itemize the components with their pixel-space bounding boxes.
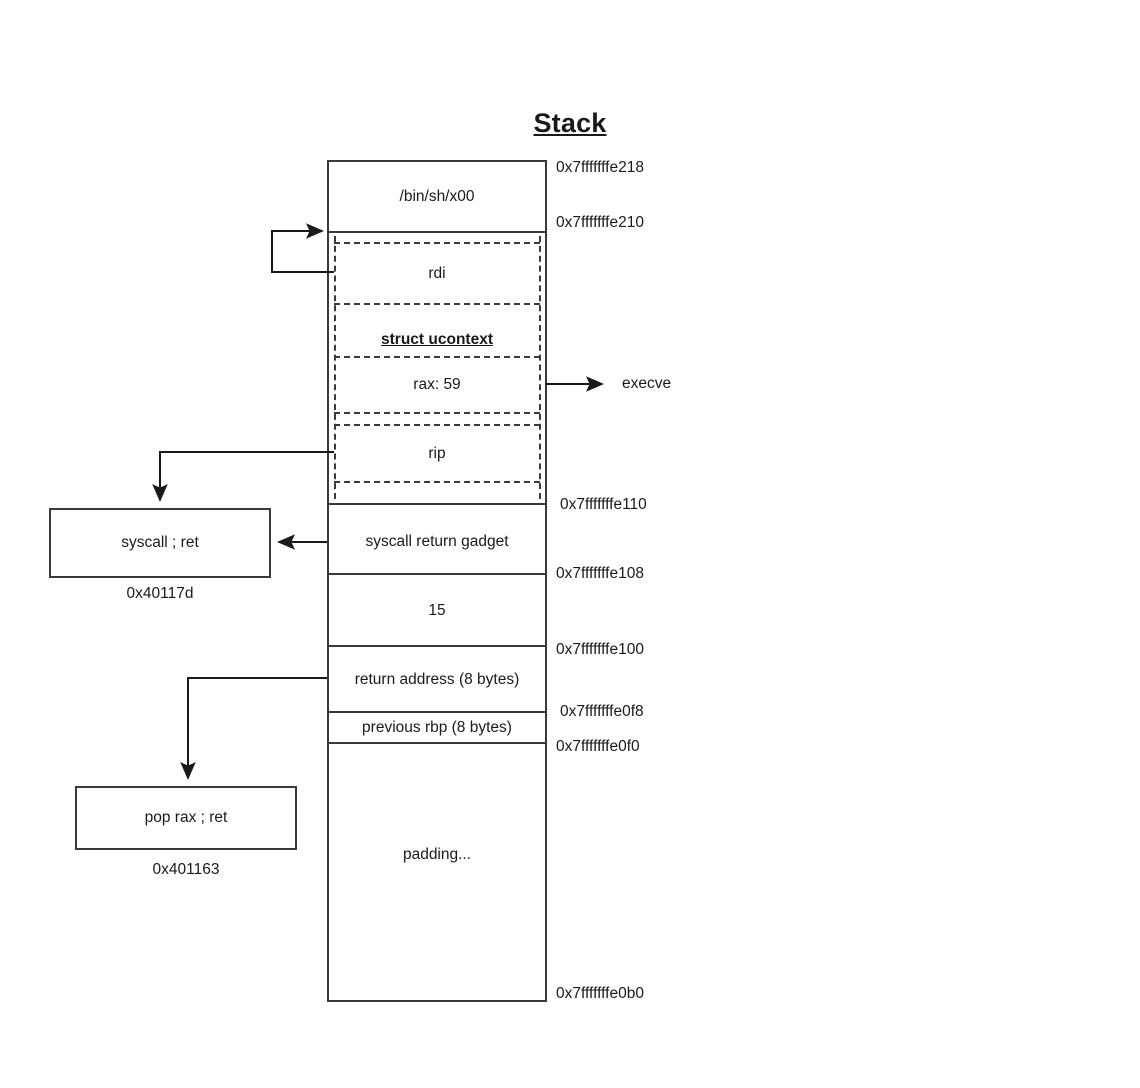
stack-cell-15: 15: [428, 602, 446, 619]
address-label-e0f8: 0x7fffffffe0f8: [560, 703, 644, 720]
page-title: Stack: [533, 108, 607, 138]
stack-cell-binsh: /bin/sh/x00: [399, 188, 475, 205]
stack-separator-e100: [327, 645, 547, 647]
arrow-rip-to-syscall-gadget: [152, 451, 334, 502]
gadget-address-pop-rax-ret: 0x401163: [152, 861, 220, 878]
stack-separator-e108: [327, 573, 547, 575]
ucontext-dash-2: [334, 303, 540, 305]
ucontext-dash-5: [334, 424, 540, 426]
stack-cell-rax: rax: 59: [413, 376, 461, 393]
stack-cell-rip: rip: [428, 445, 446, 462]
stack-cell-syscall-return-gadget: syscall return gadget: [365, 533, 509, 550]
gadget-label-pop-rax-ret: pop rax ; ret: [144, 809, 228, 826]
stack-cell-struct-ucontext: struct ucontext: [381, 331, 493, 348]
ucontext-dash-3: [334, 356, 540, 358]
stack-separator-e210: [327, 231, 547, 233]
stack-left-border: [327, 160, 329, 1002]
stack-right-border: [545, 160, 547, 1002]
address-label-e108: 0x7fffffffe108: [556, 565, 644, 582]
ucontext-dash-6: [334, 481, 540, 483]
gadget-box-pop-rax-ret[interactable]: pop rax ; ret: [75, 786, 297, 850]
address-label-e210: 0x7fffffffe210: [556, 214, 644, 231]
stack-top-border: [327, 160, 547, 162]
address-label-e0f0: 0x7fffffffe0f0: [556, 738, 640, 755]
stack-separator-e0f0: [327, 742, 547, 744]
address-label-e110: 0x7fffffffe110: [560, 496, 647, 513]
ucontext-right-dashed-border: [539, 236, 541, 499]
stack-cell-previous-rbp: previous rbp (8 bytes): [362, 719, 512, 736]
stack-cell-rdi: rdi: [428, 265, 446, 282]
ucontext-dash-4: [334, 412, 540, 414]
annotation-execve: execve: [622, 375, 672, 392]
address-label-e100: 0x7fffffffe100: [556, 641, 644, 658]
gadget-label-syscall-ret: syscall ; ret: [121, 534, 199, 551]
ucontext-dash-1: [334, 242, 540, 244]
ucontext-left-dashed-border: [334, 236, 336, 499]
address-label-e0b0: 0x7fffffffe0b0: [556, 985, 644, 1002]
address-label-e218: 0x7fffffffe218: [556, 159, 644, 176]
gadget-address-syscall-ret: 0x40117d: [126, 585, 194, 602]
stack-separator-e0f8: [327, 711, 547, 713]
stack-separator-e110: [327, 503, 547, 505]
stack-cell-padding: padding...: [402, 846, 472, 863]
stack-cell-return-address: return address (8 bytes): [354, 671, 520, 688]
arrow-rdi-to-binsh: [271, 223, 334, 273]
gadget-box-syscall-ret[interactable]: syscall ; ret: [49, 508, 271, 578]
arrow-return-address-to-pop-rax: [180, 677, 327, 780]
stack-bottom-border: [327, 1000, 547, 1002]
